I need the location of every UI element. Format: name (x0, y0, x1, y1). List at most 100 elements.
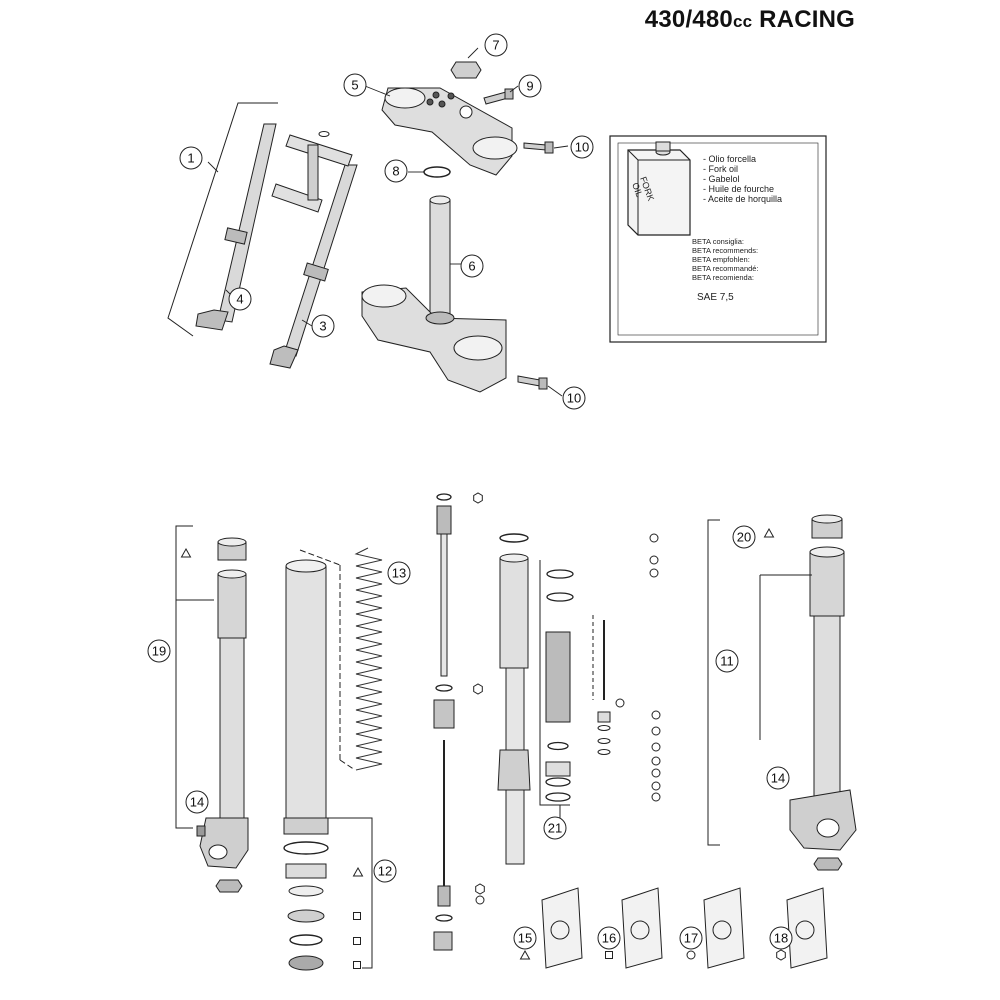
kit-bag-seal-3 (712, 920, 732, 940)
legend-circle-symbol-12 (615, 698, 625, 708)
callout-number-19: 19 (152, 644, 166, 659)
callout-number-11: 11 (720, 654, 734, 669)
callout-circle-15 (513, 926, 537, 950)
callout-circle-6 (460, 254, 484, 278)
callout-circle-14 (185, 790, 209, 814)
legend-circle-symbol-9 (649, 533, 659, 543)
legend-circle-symbol-17 (651, 768, 661, 778)
legend-circle-symbol-100 (475, 895, 485, 905)
callout-number-4: 4 (236, 292, 243, 307)
legend-circle-symbol-15 (651, 742, 661, 752)
legend-symbols (180, 492, 786, 969)
page-title: 430/480cc RACING (644, 6, 855, 33)
callout-circle-5 (343, 73, 367, 97)
seal-kit-bags (541, 887, 828, 969)
recommend-it: BETA consiglia: (692, 237, 744, 246)
callout-circle-10 (570, 135, 594, 159)
legend-triangle-symbol-4 (519, 949, 531, 960)
legend-circle-symbol-10 (649, 555, 659, 565)
callout-circle-9 (518, 74, 542, 98)
kit-bag-seal-2 (630, 920, 650, 940)
callout-number-7: 7 (492, 38, 499, 53)
leader-lines-top (207, 47, 569, 397)
callout-number-9: 9 (526, 79, 533, 94)
callout-number-16: 16 (602, 931, 616, 946)
callout-circle-13 (387, 561, 411, 585)
legend-circle-symbol-13 (651, 710, 661, 720)
legend-square-symbol-7 (353, 961, 361, 969)
legend-hexagon-symbol-24 (776, 949, 786, 961)
callout-number-10: 10 (567, 391, 581, 406)
legend-triangle-symbol-2 (352, 866, 364, 877)
callout-circle-21 (543, 816, 567, 840)
oil-name-it: - Olio forcella (703, 154, 756, 164)
callout-number-20: 20 (737, 530, 751, 545)
legend-circle-symbol-18 (651, 781, 661, 791)
legend-hexagon-symbol-23 (475, 883, 485, 895)
callout-number-21: 21 (548, 821, 562, 836)
kit-bag-1 (541, 887, 583, 969)
legend-circle-symbol-16 (651, 756, 661, 766)
callout-circle-16 (597, 926, 621, 950)
callout-number-6: 6 (468, 259, 475, 274)
kit-bag-seal-1 (550, 920, 570, 940)
legend-triangle-symbol-3 (763, 527, 775, 538)
callout-circle-1 (179, 146, 203, 170)
callout-number-10: 10 (575, 140, 589, 155)
fork-assembly-overview (167, 61, 554, 393)
legend-circle-symbol-14 (651, 726, 661, 736)
callout-circle-20 (732, 525, 756, 549)
oil-name-de: - Gabelol (703, 174, 740, 184)
oil-grade: SAE 7,5 (697, 292, 734, 303)
callout-number-12: 12 (378, 864, 392, 879)
callout-number-5: 5 (351, 78, 358, 93)
callout-circle-8 (384, 159, 408, 183)
legend-hexagon-symbol-21 (473, 492, 483, 504)
callout-number-13: 13 (392, 566, 406, 581)
recommend-en: BETA recommends: (692, 246, 758, 255)
legend-hexagon-symbol-22 (473, 683, 483, 695)
oil-can-icon: FORK OIL (627, 141, 691, 236)
kit-bag-4 (786, 887, 828, 969)
callout-circle-11 (715, 649, 739, 673)
callout-circle-3 (311, 314, 335, 338)
recommend-de: BETA empfohlen: (692, 255, 750, 264)
callout-number-8: 8 (392, 164, 399, 179)
inner-tube-assembly (283, 549, 373, 971)
callout-number-15: 15 (518, 931, 532, 946)
legend-circle-symbol-11 (649, 568, 659, 578)
callout-circle-4 (228, 287, 252, 311)
kit-bag-3 (703, 887, 745, 969)
callout-circle-7 (484, 33, 508, 57)
oil-name-fr: - Huile de fourche (703, 184, 774, 194)
callout-circle-18 (769, 926, 793, 950)
legend-square-symbol-5 (353, 912, 361, 920)
callout-circle-14 (766, 766, 790, 790)
legend-square-symbol-8 (605, 951, 613, 959)
callout-number-17: 17 (684, 931, 698, 946)
legend-circle-symbol-20 (686, 950, 696, 960)
legend-square-symbol-6 (353, 937, 361, 945)
kit-bag-2 (621, 887, 663, 969)
legend-triangle-symbol-1 (180, 547, 192, 558)
oil-name-es: - Aceite de horquilla (703, 194, 782, 204)
can-label-line-2: OIL (630, 181, 644, 198)
callout-circle-19 (147, 639, 171, 663)
callout-circle-10 (562, 386, 586, 410)
legend-circle-symbol-19 (651, 792, 661, 802)
oil-name-en: - Fork oil (703, 164, 738, 174)
callout-circle-17 (679, 926, 703, 950)
kit-bag-seal-4 (795, 920, 815, 940)
callout-number-14: 14 (771, 771, 785, 786)
right-outer-tube (707, 514, 857, 871)
fork-oil-info-box: FORK OIL - Olio forcella - Fork oil - Ga… (609, 135, 827, 343)
callout-number-18: 18 (774, 931, 788, 946)
callout-number-3: 3 (319, 319, 326, 334)
recommend-es: BETA recomienda: (692, 273, 754, 282)
recommend-fr: BETA recommandé: (692, 264, 759, 273)
callout-number-14: 14 (190, 795, 204, 810)
callout-number-1: 1 (187, 151, 194, 166)
callout-circle-12 (373, 859, 397, 883)
